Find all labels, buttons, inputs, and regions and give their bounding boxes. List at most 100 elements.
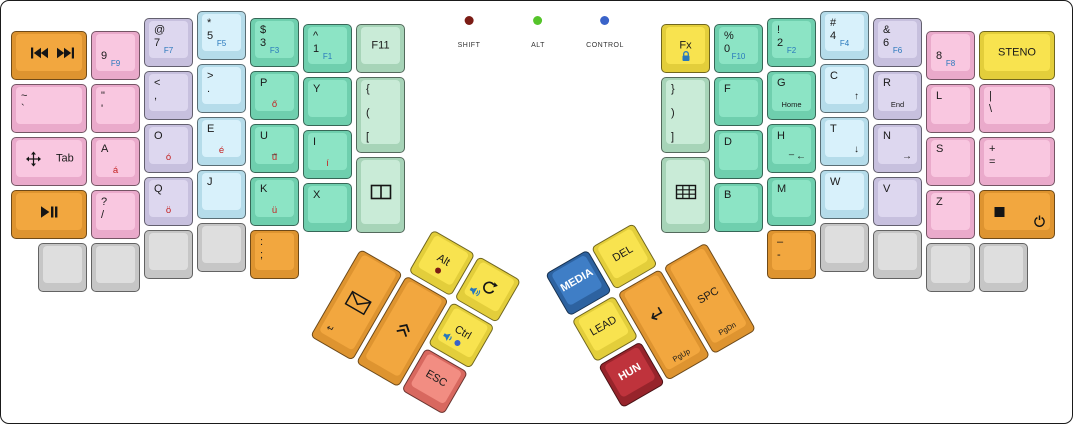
key-period[interactable]: >. [197,64,246,113]
keycap-top [984,246,1023,283]
keycap-top: F [719,80,758,117]
power-icon [1034,215,1045,227]
blank-key[interactable] [820,223,869,272]
keycap-top: >. [202,67,241,104]
keycap-top: += [984,140,1050,177]
key-m[interactable]: M [767,177,816,226]
key-x[interactable]: X [303,183,352,232]
key-tilde[interactable]: ~` [11,84,87,133]
key-t[interactable]: T↓ [820,117,869,166]
blank-key[interactable] [144,230,193,279]
key-w[interactable]: W [820,170,869,219]
key-u[interactable]: U_ű [250,124,299,173]
key-n[interactable]: N→ [873,124,922,173]
key-f[interactable]: F [714,77,763,126]
key-h[interactable]: H_← [767,124,816,173]
key-y[interactable]: Y [303,77,352,126]
blank-key[interactable] [91,243,140,292]
page-chevrons-key[interactable] [355,275,449,388]
key-colon-semicolon[interactable]: :; [250,230,299,279]
key-comma[interactable]: <, [144,71,193,120]
key-legend: S [936,143,944,155]
blank-key[interactable] [197,223,246,272]
key-legend: | [989,90,992,102]
blank-key[interactable] [873,230,922,279]
keycap-top: V [878,180,917,217]
steno-key[interactable]: STENO [979,31,1055,80]
key-j[interactable]: J [197,170,246,219]
key-legend: : [260,236,264,248]
fx-layer-key[interactable]: Fx [661,24,710,73]
blank-key[interactable] [38,243,87,292]
play-pause-key[interactable] [11,190,87,239]
key-b[interactable]: B [714,183,763,232]
blank-key[interactable] [926,243,975,292]
key-dash[interactable]: –- [767,230,816,279]
key-c[interactable]: C↑ [820,64,869,113]
key-slash[interactable]: ?/ [91,190,140,239]
key-legend: B [724,189,732,201]
key-legend: U [260,130,268,142]
key-f11[interactable]: F11 [356,24,405,73]
key-legend: F2 [786,46,797,55]
redo-key[interactable] [454,256,522,323]
prev-next-track-key[interactable] [11,31,87,80]
move-tab-key[interactable]: Tab [11,137,87,186]
key-l[interactable]: L [926,84,975,133]
keycap-top [666,160,705,224]
key-quote[interactable]: "' [91,84,140,133]
keycap-top: Tab [16,140,82,177]
key-d[interactable]: D [714,130,763,179]
key-legend: ű [271,151,278,163]
key-s[interactable]: S [926,137,975,186]
key-legend: Alt [435,251,453,269]
key-legend: , [154,90,158,102]
key-open-brackets[interactable]: {([ [356,77,405,153]
keycap-top [361,160,400,224]
blank-key[interactable] [979,243,1028,292]
key-legend: ^ [313,30,319,42]
key-legend: ↵ [645,300,671,329]
key-legend: > [207,70,214,82]
key-close-brackets[interactable]: })] [661,77,710,153]
numpad-layer-key[interactable] [661,157,710,233]
chevrons-icon [394,319,413,338]
key-legend: HUN [616,360,644,383]
key-v[interactable]: V [873,177,922,226]
split-window-key[interactable] [356,157,405,233]
key-legend: ~ [21,90,28,102]
key-legend: → [902,151,912,162]
stop-power-key[interactable] [979,190,1055,239]
key-legend: MEDIA [558,265,596,294]
key-plus[interactable]: += [979,137,1055,186]
ctrl-key[interactable]: Ctrl [427,301,495,369]
key-z[interactable]: Z [926,190,975,239]
key-pipe[interactable]: |\ [979,84,1055,133]
compose-mail-key[interactable]: ↵ [310,248,403,361]
keycap-top: T↓ [825,120,864,157]
